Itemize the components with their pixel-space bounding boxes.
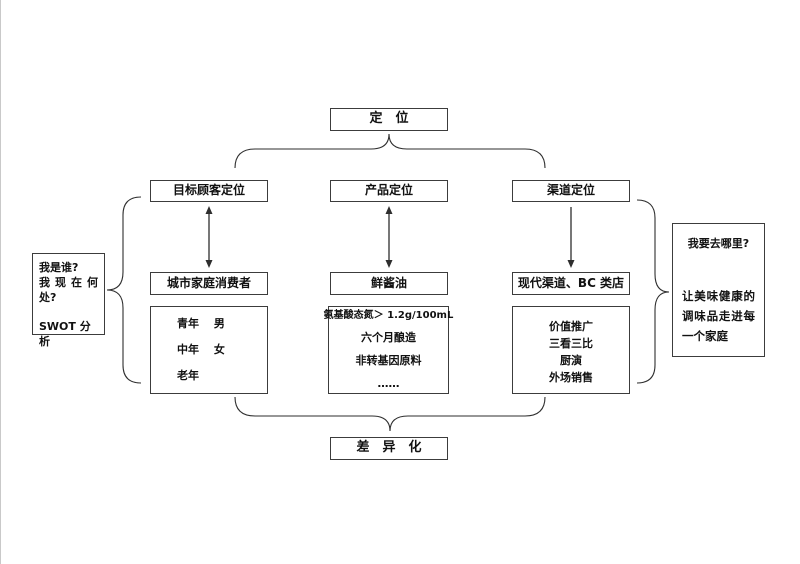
brace-top: [234, 133, 546, 169]
vision-arrow-spacer: [682, 251, 755, 286]
page-left-edge: [0, 0, 1, 564]
vision-note-box: 我要去哪里? 让美味健康的调味品走进每一个家庭: [672, 223, 765, 357]
modern-channel-bc-store-box: 现代渠道、BC 类店: [512, 272, 630, 295]
fresh-soy-sauce-box: 鲜酱油: [330, 272, 448, 295]
channel-detail-line: 厨演: [560, 353, 582, 367]
product-detail-line: 非转基因原料: [355, 353, 422, 367]
channel-detail-line: 外场销售: [549, 370, 593, 384]
vision-answer: 让美味健康的调味品走进每一个家庭: [682, 289, 755, 343]
differentiation-label: 差 异 化: [356, 440, 422, 456]
swot-analysis-label: SWOT 分析: [39, 320, 91, 348]
customer-detail-line: 中年 女: [177, 342, 225, 356]
brace-left: [106, 196, 142, 384]
arrow-col1-up-head: [205, 206, 213, 214]
channel-detail-line: 价值推广: [549, 319, 593, 333]
arrow-col2-down-head: [385, 260, 393, 268]
customer-detail-box: 青年 男 中年 女 老年: [150, 306, 268, 394]
channel-positioning-label: 渠道定位: [546, 183, 595, 198]
swot-question-2: 我现在何处?: [39, 276, 98, 304]
modern-channel-bc-store-label: 现代渠道、BC 类店: [517, 275, 625, 290]
customer-detail-line: 青年 男: [177, 316, 225, 330]
product-detail-line: 六个月酿造: [361, 330, 416, 344]
target-customer-positioning-box: 目标顾客定位: [150, 180, 268, 202]
positioning-label: 定 位: [369, 111, 409, 127]
positioning-box: 定 位: [330, 108, 448, 131]
arrow-col1-down-head: [205, 260, 213, 268]
brace-bottom: [234, 396, 546, 432]
arrow-col3-down-head: [567, 260, 575, 268]
differentiation-box: 差 异 化: [330, 437, 448, 460]
product-positioning-label: 产品定位: [364, 183, 413, 198]
channel-detail-box: 价值推广 三看三比 厨演 外场销售: [512, 306, 630, 394]
arrow-col2-up-head: [385, 206, 393, 214]
channel-detail-line: 三看三比: [549, 336, 593, 350]
urban-family-consumers-box: 城市家庭消费者: [150, 272, 268, 295]
product-positioning-box: 产品定位: [330, 180, 448, 202]
target-customer-positioning-label: 目标顾客定位: [172, 183, 245, 198]
brace-right: [636, 199, 670, 384]
product-detail-box: 氨基酸态氮＞ 1.2g/100mL 六个月酿造 非转基因原料 ……: [324, 306, 453, 394]
channel-positioning-box: 渠道定位: [512, 180, 630, 202]
fresh-soy-sauce-label: 鲜酱油: [370, 275, 407, 290]
swot-note-box: 我是谁? 我现在何处? SWOT 分析: [32, 253, 105, 348]
urban-family-consumers-label: 城市家庭消费者: [166, 275, 251, 290]
vision-question: 我要去哪里?: [687, 237, 750, 250]
product-detail-line: ……: [377, 377, 400, 391]
product-detail-line: 氨基酸态氮＞ 1.2g/100mL: [323, 309, 454, 321]
swot-question-1: 我是谁?: [39, 261, 79, 274]
customer-detail-line: 老年: [177, 369, 199, 383]
